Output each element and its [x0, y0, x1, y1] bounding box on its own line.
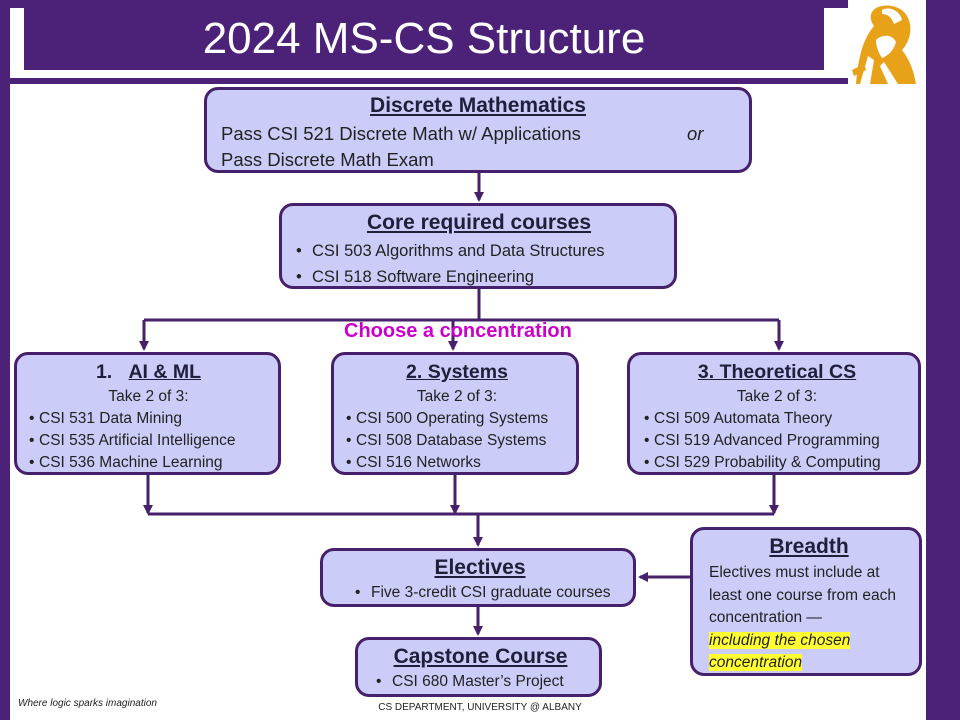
concentration-subtitle: Take 2 of 3: [108, 388, 189, 405]
concentration-course: CSI 536 Machine Learning [29, 452, 268, 474]
athena-logo [848, 0, 926, 86]
capstone-box: Capstone Course CSI 680 Master’s Project [355, 637, 602, 697]
capstone-item: CSI 680 Master’s Project [376, 672, 591, 692]
breadth-box: Breadth Electives must include at least … [690, 527, 922, 676]
core-courses-box: Core required courses CSI 503 Algorithms… [279, 203, 677, 290]
concentration-subtitle: Take 2 of 3: [736, 388, 818, 405]
breadth-text: Electives must include at least one cour… [709, 562, 909, 675]
concentration-systems-box: 2. Systems Take 2 of 3: CSI 500 Operatin… [331, 352, 579, 475]
electives-box: Electives Five 3-credit CSI graduate cou… [320, 548, 636, 607]
concentration-subtitle: Take 2 of 3: [416, 388, 498, 405]
breadth-title: Breadth [769, 535, 849, 558]
concentration-course: CSI 529 Probability & Computing [644, 452, 910, 474]
discrete-math-line-2: Pass Discrete Math Exam [221, 149, 434, 170]
discrete-math-box: Discrete Mathematics Pass CSI 521 Discre… [204, 87, 752, 173]
concentration-title: 3. Theoretical CS [697, 361, 857, 383]
concentration-ai-ml-box: 1. AI & ML Take 2 of 3: CSI 531 Data Min… [14, 352, 281, 475]
concentration-course: CSI 535 Artificial Intelligence [29, 430, 268, 452]
frame-left [0, 0, 10, 720]
frame-right [926, 0, 960, 720]
core-course-item: CSI 518 Software Engineering [296, 264, 662, 290]
footer-department: CS DEPARTMENT, UNIVERSITY @ ALBANY [378, 702, 582, 713]
core-course-item: CSI 503 Algorithms and Data Structures [296, 238, 662, 264]
breadth-highlight: including the chosen [709, 631, 851, 649]
athena-logo-icon [848, 0, 926, 86]
concentration-title: AI & ML [128, 361, 202, 383]
choose-concentration-label: Choose a concentration [344, 320, 572, 342]
concentration-number: 1. [95, 361, 113, 383]
frame-rule [0, 78, 960, 84]
discrete-math-or: or [687, 123, 704, 144]
concentration-course: CSI 516 Networks [346, 452, 568, 474]
frame-top [0, 0, 848, 8]
concentration-title: 2. Systems [406, 361, 508, 383]
electives-item: Five 3-credit CSI graduate courses [355, 583, 623, 603]
capstone-title: Capstone Course [393, 645, 568, 668]
concentration-course: CSI 508 Database Systems [346, 430, 568, 452]
concentration-course: CSI 500 Operating Systems [346, 408, 568, 430]
discrete-math-title: Discrete Mathematics [370, 94, 586, 117]
footer-tagline: Where logic sparks imagination [18, 698, 157, 709]
concentration-course: CSI 531 Data Mining [29, 408, 268, 430]
concentration-ai-ml-heading: 1. AI & ML [29, 358, 268, 386]
discrete-math-option-1: Pass CSI 521 Discrete Math w/ Applicatio… [221, 120, 735, 147]
breadth-description: Electives must include at least one cour… [709, 564, 896, 626]
concentration-course: CSI 519 Advanced Programming [644, 430, 910, 452]
concentration-theoretical-box: 3. Theoretical CS Take 2 of 3: CSI 509 A… [627, 352, 921, 475]
breadth-highlight: concentration [709, 654, 803, 671]
core-courses-title: Core required courses [366, 211, 592, 234]
discrete-math-line-1: Pass CSI 521 Discrete Math w/ Applicatio… [221, 123, 581, 144]
concentration-course: CSI 509 Automata Theory [644, 408, 910, 430]
page-title: 2024 MS-CS Structure [24, 8, 824, 70]
electives-title: Electives [434, 556, 526, 579]
